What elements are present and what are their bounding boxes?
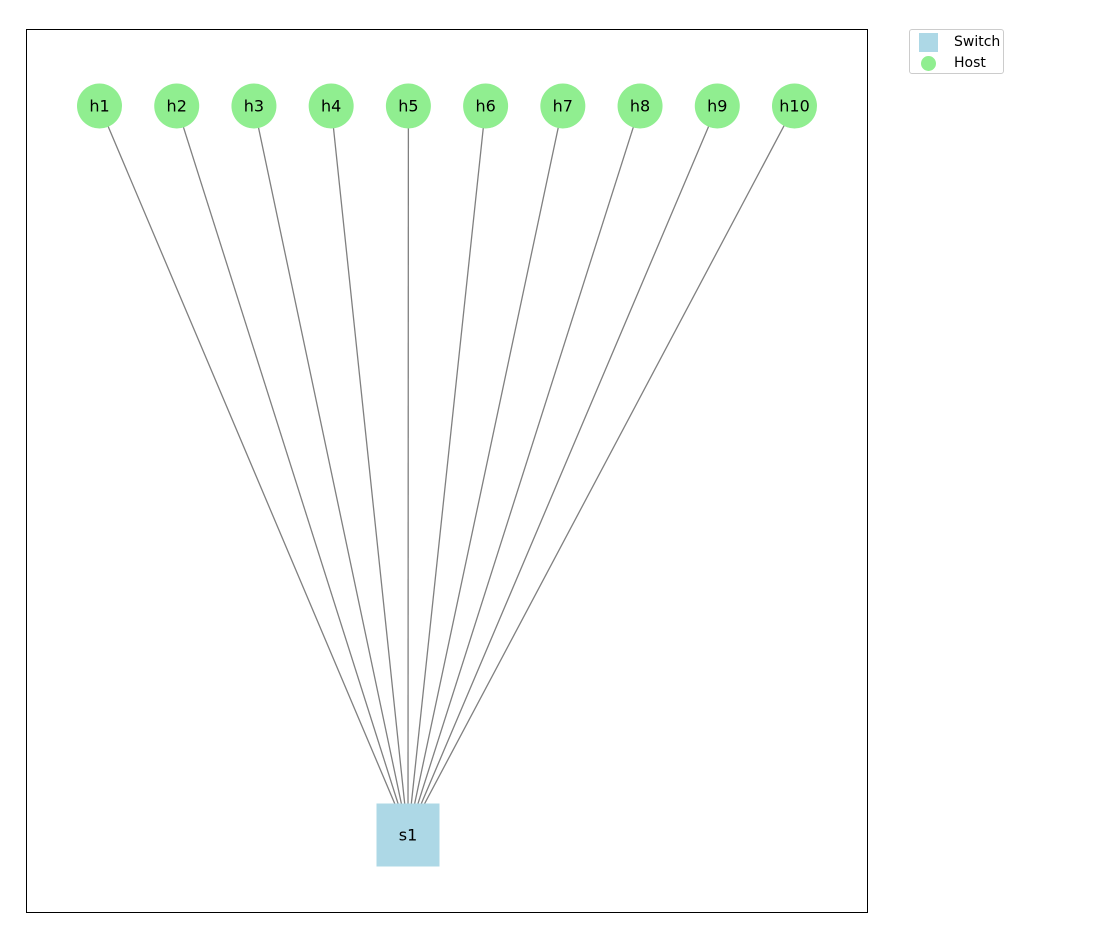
host-label: h8 xyxy=(630,97,650,116)
host-label: h3 xyxy=(244,97,264,116)
switch-square xyxy=(376,803,440,867)
host-label: h4 xyxy=(321,97,341,116)
edge-h9-s1 xyxy=(407,105,718,836)
host-circle xyxy=(617,83,663,129)
legend-item-host: Host xyxy=(910,53,1005,73)
switch-swatch-icon xyxy=(919,33,938,52)
host-circle xyxy=(385,83,431,129)
host-node-h3: h3 xyxy=(231,83,277,129)
plot-frame xyxy=(26,29,868,913)
host-node-h5: h5 xyxy=(385,83,431,129)
host-node-h1: h1 xyxy=(77,83,122,129)
host-label: h7 xyxy=(553,97,573,116)
edge-h7-s1 xyxy=(407,105,564,836)
edges-layer xyxy=(98,105,796,836)
legend-label-host: Host xyxy=(954,55,986,71)
edge-h3-s1 xyxy=(253,105,409,836)
legend-item-switch: Switch xyxy=(910,32,1005,52)
host-node-h4: h4 xyxy=(308,83,354,129)
host-circle xyxy=(231,83,277,129)
host-node-h2: h2 xyxy=(154,83,200,129)
host-node-h9: h9 xyxy=(694,83,740,129)
edge-h4-s1 xyxy=(330,105,409,836)
host-circle xyxy=(154,83,200,129)
host-node-h7: h7 xyxy=(540,83,586,129)
edge-h10-s1 xyxy=(407,105,796,836)
host-label: h10 xyxy=(779,97,810,116)
legend: Switch Host xyxy=(909,29,1004,74)
host-circle xyxy=(694,83,740,129)
host-label: h2 xyxy=(167,97,187,116)
edge-h1-s1 xyxy=(98,105,409,836)
switch-label: s1 xyxy=(399,826,418,845)
edge-h6-s1 xyxy=(407,105,487,836)
legend-label-switch: Switch xyxy=(954,34,1001,50)
switch-node-s1: s1 xyxy=(376,803,440,867)
nodes-layer: h1 h2 h3 h4 h5 h6 h7 h8 h9 h10 s1 xyxy=(77,83,817,867)
host-circle xyxy=(540,83,586,129)
host-node-h10: h10 xyxy=(772,83,817,129)
host-circle xyxy=(308,83,354,129)
host-label: h9 xyxy=(707,97,727,116)
host-node-h8: h8 xyxy=(617,83,663,129)
host-label: h5 xyxy=(398,97,418,116)
host-swatch-icon xyxy=(921,56,936,71)
host-label: h6 xyxy=(475,97,495,116)
host-circle xyxy=(77,83,122,129)
edge-h2-s1 xyxy=(176,105,409,836)
host-circle xyxy=(463,83,509,129)
host-circle xyxy=(772,83,817,129)
host-label: h1 xyxy=(89,97,109,116)
host-node-h6: h6 xyxy=(463,83,509,129)
edge-h8-s1 xyxy=(407,105,641,836)
